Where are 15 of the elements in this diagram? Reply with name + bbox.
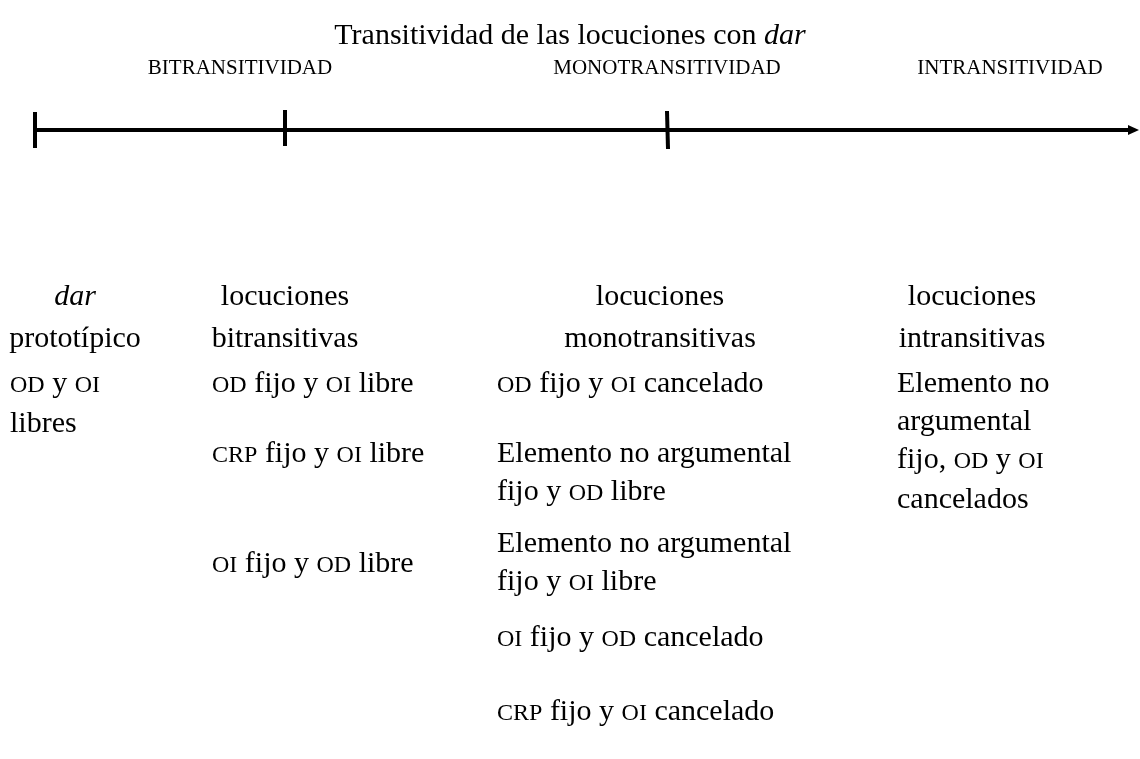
column-heading: locuciones intransitivas <box>897 277 1047 355</box>
column-item: OD y OI libres <box>10 364 101 440</box>
scale-label: MONOTRANSITIVIDAD <box>552 54 782 81</box>
column-item: Elemento no argumental fijo y OD libre <box>497 434 793 508</box>
column-item: OD fijo y OI libre <box>212 364 415 400</box>
scale-label: BITRANSITIVIDAD <box>146 54 334 81</box>
column-item: OI fijo y OD libre <box>212 544 415 580</box>
diagram-title: Transitividad de las locuciones con dar <box>333 16 807 52</box>
column-item: OI fijo y OD cancelado <box>497 618 765 654</box>
column-item: CRP fijo y OI libre <box>212 434 426 470</box>
column-item: CRP fijo y OI cancelado <box>497 692 776 728</box>
column-item: Elemento no argumental fijo y OI libre <box>497 524 793 598</box>
column-item: OD fijo y OI cancelado <box>497 364 765 400</box>
column-item: Elemento no argumental fijo, OD y OI cancelados <box>897 364 1051 516</box>
scale-label: INTRANSITIVIDAD <box>916 54 1104 81</box>
